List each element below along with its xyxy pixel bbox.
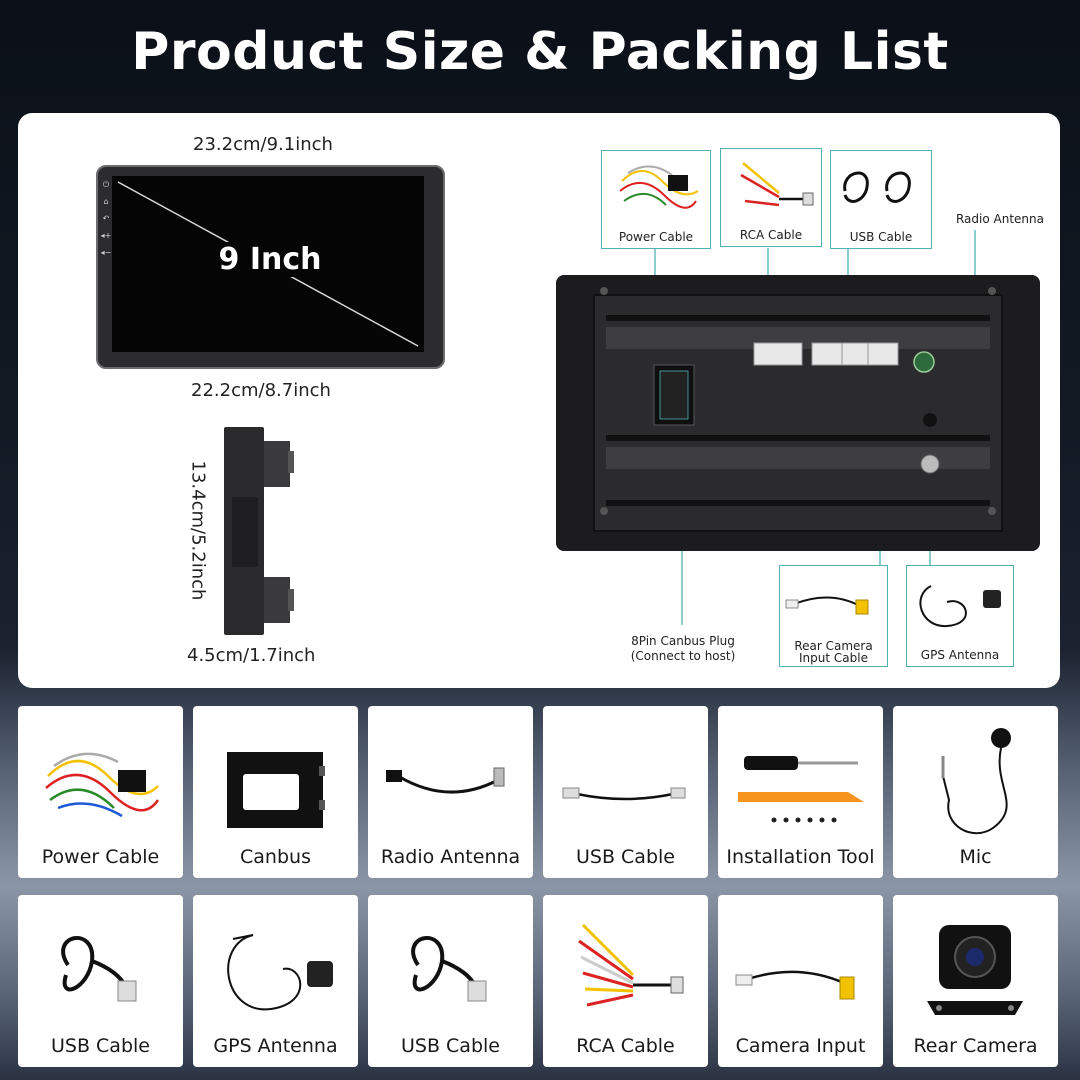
usb-cable-icon	[562, 787, 686, 801]
packing-item-label: GPS Antenna	[213, 1035, 338, 1057]
packing-item-label: USB Cable	[51, 1035, 150, 1057]
camera-input-icon	[735, 970, 855, 1000]
rear-camera-label-line1: Rear Camera	[794, 639, 873, 653]
packing-item-label: RCA Cable	[576, 1035, 675, 1057]
callout-gps-antenna-label: GPS Antenna	[920, 648, 1000, 662]
home-icon: ⌂	[103, 197, 109, 206]
gps-antenna-icon	[919, 585, 1001, 628]
callout-power-cable-label: Power Cable	[618, 230, 694, 244]
callout-rca-cable-label: RCA Cable	[739, 228, 803, 242]
screen-size-label: 9 Inch	[210, 242, 330, 277]
packing-item-label: Rear Camera	[913, 1035, 1038, 1057]
callout-usb-cable-label: USB Cable	[849, 230, 913, 244]
volume-down-icon: ◂−	[100, 248, 112, 257]
back-icon: ↶	[102, 214, 110, 223]
packing-item: Mic	[893, 706, 1058, 878]
top-width-label: 23.2cm/9.1inch	[193, 134, 333, 155]
page-title: Product Size & Packing List	[131, 22, 949, 82]
head-unit-rear-panel	[556, 275, 1040, 551]
packing-item-label: USB Cable	[576, 846, 675, 868]
canbus-box-icon	[227, 752, 325, 828]
packing-item: Canbus	[193, 706, 358, 878]
depth-label: 4.5cm/1.7inch	[187, 645, 316, 666]
callout-rear-camera: Rear Camera Input Cable	[779, 565, 888, 667]
packing-item: Radio Antenna	[368, 706, 533, 878]
callout-power-cable: Power Cable	[601, 150, 711, 249]
rca-cable-icon	[740, 162, 814, 207]
packing-item: Installation Tool	[718, 706, 883, 878]
packing-item-label: Power Cable	[41, 846, 160, 868]
usb-cable-icon	[843, 171, 911, 203]
volume-up-icon: ◂+	[100, 231, 112, 240]
callout-gps-antenna: GPS Antenna	[906, 565, 1014, 667]
installation-tool-icon	[738, 756, 864, 823]
bottom-width-label: 22.2cm/8.7inch	[191, 380, 331, 401]
callout-rca-cable: RCA Cable	[720, 148, 822, 247]
camera-input-icon	[785, 596, 869, 615]
radio-antenna-icon	[386, 767, 505, 794]
packing-item-label: Installation Tool	[726, 846, 875, 868]
head-unit-side-profile	[224, 427, 294, 635]
mic-icon	[941, 728, 1011, 835]
rear-camera-label-line2: Input Cable	[799, 651, 868, 665]
packing-item: Power Cable	[18, 706, 183, 878]
packing-item-label: Mic	[959, 846, 992, 868]
radio-antenna-label: Radio Antenna	[955, 212, 1044, 226]
power-icon: ⏻	[102, 180, 110, 189]
packing-item-label: Radio Antenna	[380, 846, 521, 868]
rca-cable-icon	[578, 923, 684, 1007]
usb-cable-icon	[411, 936, 487, 1002]
packing-item: Camera Input	[718, 895, 883, 1067]
packing-item-label: USB Cable	[401, 1035, 500, 1057]
packing-item: RCA Cable	[543, 895, 708, 1067]
rear-camera-icon	[927, 925, 1023, 1015]
usb-cable-icon	[61, 936, 137, 1002]
power-cable-icon	[45, 752, 160, 818]
callout-usb-cable: USB Cable	[830, 150, 932, 249]
head-unit-side-buttons: ⏻ ⌂ ↶ ◂+ ◂−	[100, 176, 112, 352]
packing-item: USB Cable	[18, 895, 183, 1067]
packing-item-label: Camera Input	[735, 1035, 866, 1057]
power-cable-icon	[619, 165, 699, 209]
packing-item: GPS Antenna	[193, 895, 358, 1067]
packing-item-label: Canbus	[240, 846, 311, 868]
gps-antenna-icon	[227, 934, 333, 1011]
canbus-plug-label-line2: (Connect to host)	[630, 649, 736, 663]
canbus-plug-label-line1: 8Pin Canbus Plug	[631, 634, 735, 648]
packing-item: USB Cable	[368, 895, 533, 1067]
packing-item: USB Cable	[543, 706, 708, 878]
packing-item: Rear Camera	[893, 895, 1058, 1067]
